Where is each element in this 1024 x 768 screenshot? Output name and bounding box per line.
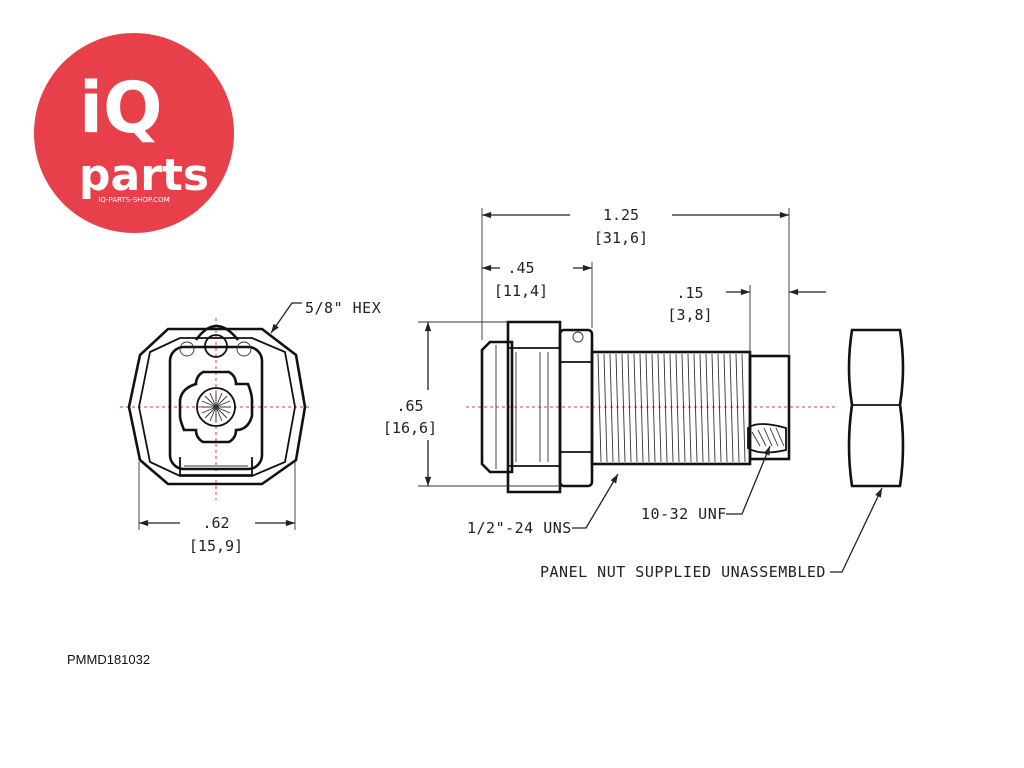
logo-brand-parts: parts [79, 150, 209, 201]
front-latch [179, 457, 253, 476]
thread-main-label: 1/2"-24 UNS [467, 519, 572, 537]
front-valve-ring [196, 387, 236, 427]
panel-nut-leader [830, 487, 883, 573]
flange-screw [572, 331, 584, 343]
front-valve-cross [178, 370, 254, 444]
front-width-inch: .62 [202, 514, 229, 532]
port-stub [748, 354, 791, 461]
front-body [168, 345, 264, 471]
thread-lines [597, 353, 746, 463]
front-width-mm: [15,9] [189, 537, 243, 555]
front-mount-hole [204, 334, 228, 358]
thread-port-label: 10-32 UNF [641, 505, 727, 523]
height-inch: .65 [396, 397, 423, 415]
hex-leader [270, 302, 302, 334]
height-mm: [16,6] [383, 419, 437, 437]
overall-mm: [31,6] [594, 229, 648, 247]
body-mm: [11,4] [494, 282, 548, 300]
front-valve-spokes [201, 392, 231, 422]
front-boss [236, 341, 252, 357]
panel-nut-label: PANEL NUT SUPPLIED UNASSEMBLED [540, 563, 826, 581]
port-hatch [751, 427, 785, 447]
front-boss-left [179, 341, 195, 357]
overall-inch: 1.25 [603, 206, 639, 224]
part-number: PMMD181032 [67, 652, 151, 667]
rear-collar [480, 340, 514, 474]
logo-circle [34, 33, 234, 233]
front-inner-hex [138, 337, 296, 477]
side-body-lines [515, 352, 549, 462]
port-cutaway [747, 423, 787, 454]
front-top-lug [194, 324, 240, 341]
side-hex-flange [558, 328, 594, 488]
thread-port-leader [726, 445, 771, 515]
side-body [506, 320, 562, 494]
side-view [466, 320, 905, 494]
thread-main-leader [572, 473, 619, 529]
stub-inch: .15 [676, 284, 703, 302]
logo-brand-iq: iQ [79, 67, 163, 149]
stub-mm: [3,8] [667, 306, 712, 324]
hex-label: 5/8" HEX [305, 299, 381, 317]
front-view [120, 318, 312, 500]
iq-parts-logo: iQ parts IQ-PARTS-SHOP.COM [34, 33, 234, 233]
front-hex-outline [127, 327, 307, 486]
panel-nut [847, 328, 905, 488]
logo-url: IQ-PARTS-SHOP.COM [98, 196, 169, 204]
body-inch: .45 [507, 259, 534, 277]
